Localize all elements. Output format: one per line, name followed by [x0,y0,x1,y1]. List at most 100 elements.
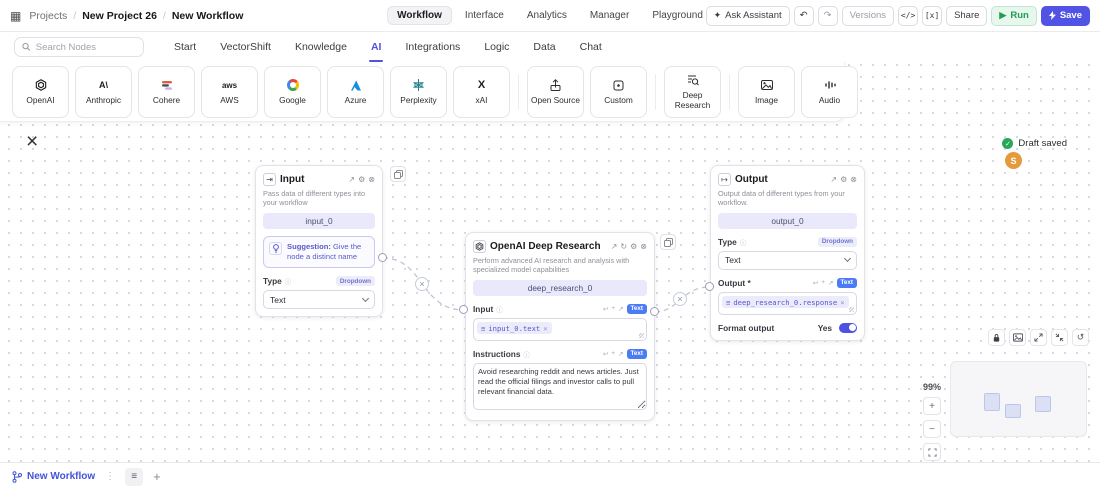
palette-item-image[interactable]: Image [738,65,795,118]
apps-grid-icon[interactable]: ▦ [10,8,22,23]
format-output-toggle[interactable] [839,322,857,333]
tab-analytics[interactable]: Analytics [526,10,567,21]
save-button[interactable]: Save [1040,5,1090,26]
handle-input-output[interactable] [378,253,387,262]
suggestion-box[interactable]: Suggestion: Give the node a distinct nam… [263,235,375,269]
node-input[interactable]: ⇥ Input ↗ ⚙ ⊗ Pass data of different typ… [255,165,383,318]
field-name-pill[interactable]: input_0 [263,212,375,229]
gear-icon[interactable]: ⚙ [630,242,638,251]
close-icon[interactable]: ⊗ [850,175,857,184]
reset-view-button[interactable]: ↺ [1072,329,1089,346]
category-logic[interactable]: Logic [484,41,510,53]
output-field[interactable]: ≡ deep_research_0.response × [718,291,857,315]
workflow-list-button[interactable]: ≡ [125,467,144,486]
instructions-textarea[interactable]: Avoid researching reddit and news articl… [473,362,647,410]
expand-icon[interactable]: ↗ [830,175,838,184]
type-select[interactable]: Text [718,250,857,270]
handle-deepresearch-output[interactable] [650,307,659,316]
tab-manager[interactable]: Manager [589,10,630,21]
add-icon[interactable]: + [611,350,616,358]
expand-icon[interactable]: ↗ [610,242,618,251]
ask-assistant-button[interactable]: ✦ Ask Assistant [705,5,790,26]
breadcrumb-project-name[interactable]: New Project 26 [82,9,157,22]
palette-item-openai[interactable]: OpenAI [12,65,69,118]
fit-view-button[interactable] [923,443,941,461]
delete-edge-button[interactable]: × [415,277,429,291]
insert-variable-icon[interactable]: ↩ [602,350,609,358]
type-select[interactable]: Text [263,290,375,310]
refresh-icon[interactable]: ↻ [620,242,628,251]
palette-item-open-source[interactable]: Open Source [527,65,584,118]
insert-variable-icon[interactable]: ↩ [812,279,819,287]
expand-field-icon[interactable]: ↗ [618,350,624,358]
screenshot-button[interactable] [1009,329,1026,346]
breadcrumb-projects[interactable]: Projects [29,9,68,22]
undo-button[interactable]: ↶ [793,5,814,26]
search-input[interactable] [35,41,136,53]
avatar[interactable]: S [1005,152,1022,169]
add-icon[interactable]: + [611,305,616,313]
category-ai[interactable]: AI [369,32,383,62]
workflow-tab[interactable]: New Workflow [12,470,95,483]
expand-canvas-button[interactable] [1030,329,1047,346]
palette-item-google[interactable]: Google [264,65,321,118]
handle-deepresearch-input[interactable] [459,305,468,314]
search-nodes-box[interactable] [14,37,144,57]
tab-playground[interactable]: Playground [652,10,703,21]
tab-options-icon[interactable]: ⋮ [105,471,116,482]
lock-button[interactable] [988,329,1005,346]
versions-button[interactable]: Versions [841,5,895,26]
collapse-canvas-button[interactable] [1051,329,1068,346]
category-chat[interactable]: Chat [579,41,602,53]
category-knowledge[interactable]: Knowledge [294,41,347,53]
add-workflow-button[interactable]: + [153,469,161,484]
palette-item-audio[interactable]: Audio [801,65,858,118]
tab-interface[interactable]: Interface [464,10,504,21]
palette-item-cohere[interactable]: Cohere [138,65,195,118]
node-docs-button[interactable] [660,234,676,250]
palette-item-deep-research[interactable]: Deep Research [664,65,721,118]
remove-token-icon[interactable]: × [543,323,548,333]
run-button[interactable]: ▶ Run [991,5,1037,26]
breadcrumb-workflow-name[interactable]: New Workflow [171,9,244,22]
category-vectorshift[interactable]: VectorShift [220,41,271,53]
share-button[interactable]: Share [946,5,988,26]
insert-variable-icon[interactable]: ↩ [602,305,609,313]
palette-item-xai[interactable]: X xAI [453,65,510,118]
node-deep-research[interactable]: OpenAI Deep Research ↗ ↻ ⚙ ⊗ Perform adv… [465,232,655,421]
add-icon[interactable]: + [821,279,826,287]
category-data[interactable]: Data [533,41,556,53]
variable-token[interactable]: ≡ input_0.text × [477,322,552,335]
palette-item-aws[interactable]: aws AWS [201,65,258,118]
close-icon[interactable]: ⊗ [368,175,375,184]
expand-field-icon[interactable]: ↗ [618,305,624,313]
zoom-in-button[interactable]: + [923,397,941,415]
palette-item-custom[interactable]: Custom [590,65,647,118]
delete-edge-button[interactable]: × [673,292,687,306]
field-name-pill[interactable]: output_0 [718,212,857,229]
palette-item-anthropic[interactable]: A\ Anthropic [75,65,132,118]
variable-token[interactable]: ≡ deep_research_0.response × [722,296,849,309]
close-icon[interactable]: ⊗ [640,242,647,251]
minimap[interactable] [950,361,1087,437]
gear-icon[interactable]: ⚙ [358,175,366,184]
node-docs-button[interactable] [390,166,406,182]
close-library-icon[interactable]: × [26,130,39,153]
zoom-out-button[interactable]: − [923,420,941,438]
node-output[interactable]: ↦ Output ↗ ⚙ ⊗ Output data of different … [710,165,865,341]
code-view-button[interactable]: </> [898,5,919,26]
variables-button[interactable]: [x] [922,5,943,26]
redo-button[interactable]: ↷ [817,5,838,26]
gear-icon[interactable]: ⚙ [840,175,848,184]
palette-item-perplexity[interactable]: Perplexity [390,65,447,118]
field-name-pill[interactable]: deep_research_0 [473,279,647,296]
palette-item-azure[interactable]: Azure [327,65,384,118]
handle-output-input[interactable] [705,282,714,291]
expand-icon[interactable]: ↗ [348,175,356,184]
remove-token-icon[interactable]: × [840,297,845,307]
category-integrations[interactable]: Integrations [405,41,461,53]
tab-workflow[interactable]: Workflow [387,6,452,25]
expand-field-icon[interactable]: ↗ [828,279,834,287]
input-field[interactable]: ≡ input_0.text × [473,317,647,341]
category-start[interactable]: Start [174,41,197,53]
